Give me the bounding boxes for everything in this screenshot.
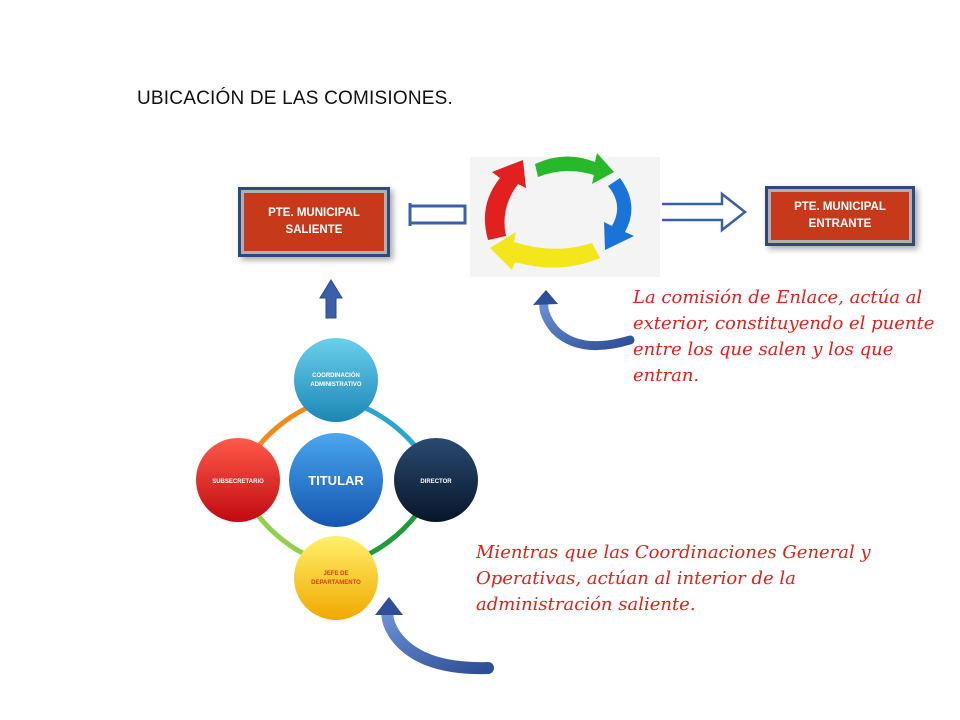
page-title: UBICACIÓN DE LAS COMISIONES.: [137, 88, 453, 109]
coordinacion-label-line1: COORDINACIÓN: [312, 371, 360, 379]
box-saliente-label: PTE. MUNICIPAL SALIENTE: [268, 206, 360, 236]
note-coordinaciones: Mientras que las Coordinaciones General …: [476, 542, 871, 616]
node-jefe-de-departamento: JEFE DE DEPARTAMENTO: [294, 536, 378, 620]
jefe-label-line2: DEPARTAMENTO: [311, 580, 361, 586]
director-label: DIRECTOR: [420, 479, 452, 485]
box-pte-municipal-saliente: PTE. MUNICIPAL SALIENTE: [238, 187, 390, 257]
box-pte-municipal-entrante: PTE. MUNICIPAL ENTRANTE: [765, 186, 915, 246]
box-entrante-label: PTE. MUNICIPAL ENTRANTE: [794, 200, 886, 230]
arrow-left-hollow: [408, 203, 467, 226]
arrow-right-hollow: [662, 191, 748, 233]
node-subsecretario: SUBSECRETARIO: [196, 438, 280, 522]
cycle-arrows-icon: [470, 153, 660, 277]
node-director: DIRECTOR: [394, 438, 478, 522]
node-coordinacion-administrativo: COORDINACIÓN ADMINISTRATIVO: [294, 338, 378, 422]
curved-arrow-coordinaciones: [375, 597, 494, 675]
arrow-up-icon: [319, 279, 343, 319]
titular-label: TITULAR: [308, 473, 364, 488]
note-comision-enlace: La comisión de Enlace, actúa al exterior…: [633, 287, 935, 387]
jefe-label-line1: JEFE DE: [323, 571, 348, 577]
coordinacion-label-line2: ADMINISTRATIVO: [310, 382, 362, 388]
subsecretario-label: SUBSECRETARIO: [212, 479, 264, 485]
node-titular: TITULAR: [289, 433, 383, 527]
curved-arrow-enlace: [533, 290, 635, 351]
